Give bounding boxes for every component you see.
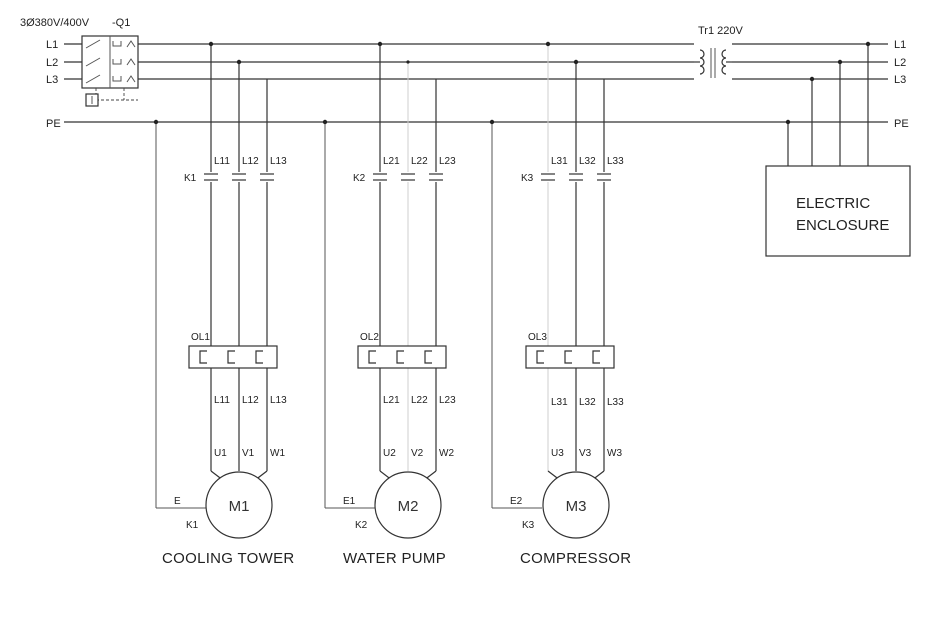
- load-terminal-label: L21: [383, 395, 400, 406]
- motor-caption: COOLING TOWER: [162, 550, 295, 567]
- supply-terminal-label: L22: [411, 156, 428, 167]
- motor-terminal-label: U1: [214, 448, 227, 459]
- motor-terminal-label: W2: [439, 448, 454, 459]
- overload-label: OL2: [360, 332, 379, 343]
- motor-contactor-label: K1: [186, 520, 199, 531]
- supply-terminal-label: L23: [439, 156, 456, 167]
- busbars: [64, 44, 888, 122]
- load-terminal-label: L13: [270, 395, 287, 406]
- transformer-tr1: [694, 48, 732, 78]
- motor-caption: COMPRESSOR: [520, 550, 631, 567]
- motor-terminal-label: V3: [579, 448, 592, 459]
- load-terminal-label: L22: [411, 395, 428, 406]
- bus-label-left: L3: [46, 74, 58, 86]
- overload-ol1: [189, 346, 277, 368]
- supply-terminal-label: L31: [551, 156, 568, 167]
- contactor-label: K1: [184, 173, 197, 184]
- pe-label-left: PE: [46, 118, 61, 130]
- bus-label-left: L2: [46, 57, 58, 69]
- branch-cooling-tower: K1 L11 L12 L13 OL1 L11 L12 L13 U1 V1 W1 …: [154, 42, 295, 567]
- earth-label: E: [174, 496, 181, 507]
- load-terminal-label: L12: [242, 395, 259, 406]
- contactor-label: K2: [353, 173, 366, 184]
- supply-label: 3Ø380V/400V: [20, 17, 90, 29]
- overload-label: OL3: [528, 332, 547, 343]
- overload-label: OL1: [191, 332, 210, 343]
- branch-water-pump: K2 L21 L22 L23 OL2 L21 L22 L23 U2 V2 W2 …: [323, 42, 456, 567]
- branch-compressor: K3 L31 L32 L33 OL3 L31 L32 L33 U3 V3 W3 …: [490, 42, 632, 567]
- motor-terminal-label: U2: [383, 448, 396, 459]
- motor-terminal-label: W1: [270, 448, 285, 459]
- overload-ol3: [526, 346, 614, 368]
- motor-terminal-label: W3: [607, 448, 622, 459]
- bus-label-right: L1: [894, 39, 906, 51]
- contactor-label: K3: [521, 173, 534, 184]
- motor-caption: WATER PUMP: [343, 550, 446, 567]
- overload-ol2: [358, 346, 446, 368]
- breaker-q1: [64, 36, 138, 106]
- load-terminal-label: L33: [607, 397, 624, 408]
- supply-terminal-label: L33: [607, 156, 624, 167]
- supply-terminal-label: L12: [242, 156, 259, 167]
- electric-enclosure: ELECTRIC ENCLOSURE: [766, 42, 910, 256]
- motor-contactor-label: K2: [355, 520, 368, 531]
- load-terminal-label: L31: [551, 397, 568, 408]
- earth-label: E1: [343, 496, 356, 507]
- bus-label-right: L2: [894, 57, 906, 69]
- motor-terminal-label: V1: [242, 448, 255, 459]
- motor-label: M2: [398, 498, 419, 515]
- load-terminal-label: L11: [214, 395, 230, 406]
- breaker-label: -Q1: [112, 17, 130, 29]
- contactor-k2: [372, 172, 444, 182]
- transformer-label: Tr1 220V: [698, 25, 744, 37]
- load-terminal-label: L23: [439, 395, 456, 406]
- supply-terminal-label: L32: [579, 156, 596, 167]
- motor-contactor-label: K3: [522, 520, 535, 531]
- motor-label: M3: [566, 498, 587, 515]
- supply-terminal-label: L13: [270, 156, 287, 167]
- contactor-k3: [540, 172, 612, 182]
- supply-terminal-label: L21: [383, 156, 400, 167]
- pe-label-right: PE: [894, 118, 909, 130]
- bus-label-right: L3: [894, 74, 906, 86]
- motor-terminal-label: V2: [411, 448, 424, 459]
- bus-label-left: L1: [46, 39, 58, 51]
- earth-label: E2: [510, 496, 523, 507]
- motor-terminal-label: U3: [551, 448, 564, 459]
- contactor-k1: [203, 172, 275, 182]
- motor-label: M1: [229, 498, 250, 515]
- load-terminal-label: L32: [579, 397, 596, 408]
- supply-terminal-label: L11: [214, 156, 230, 167]
- enclosure-label-line1: ELECTRIC: [796, 195, 870, 212]
- enclosure-label-line2: ENCLOSURE: [796, 217, 889, 234]
